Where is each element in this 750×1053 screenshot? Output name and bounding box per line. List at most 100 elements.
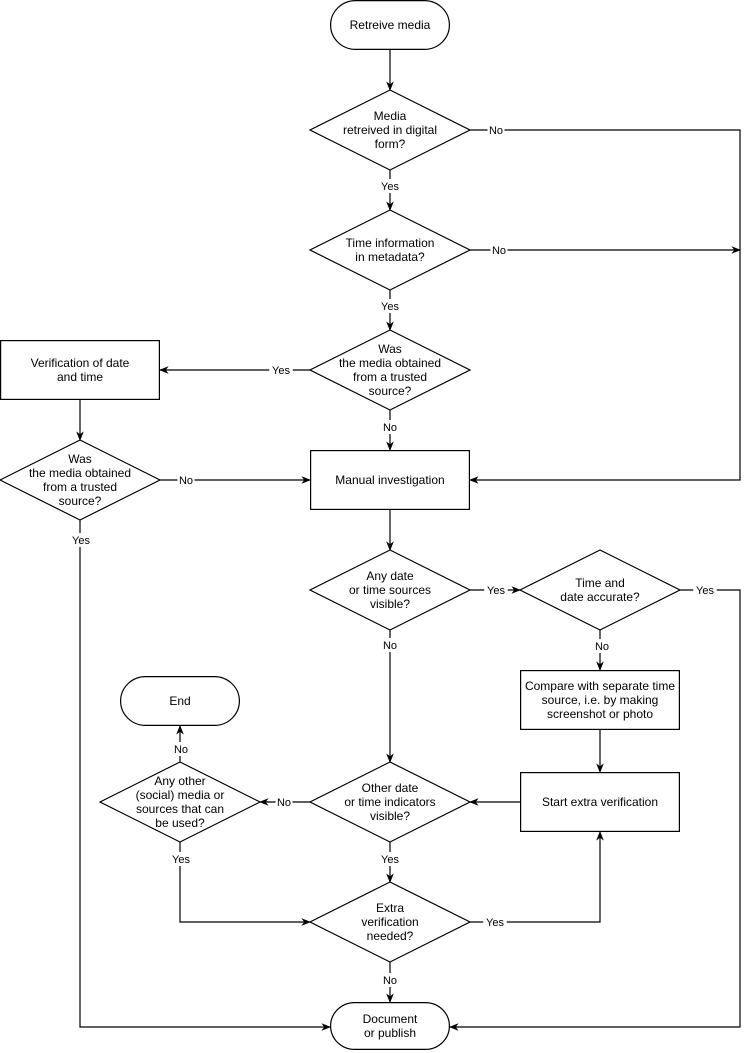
node-text-line: Time information bbox=[346, 236, 435, 250]
edge-label: No bbox=[381, 973, 399, 987]
edge-label-text: Yes bbox=[72, 535, 90, 547]
node-text-line: Start extra verification bbox=[542, 795, 658, 809]
process-box bbox=[519, 669, 680, 730]
edge-label: No bbox=[381, 638, 399, 652]
edge-label: Yes bbox=[378, 179, 402, 193]
edge-label: Yes bbox=[378, 299, 402, 313]
process-box bbox=[519, 771, 680, 832]
edge-extra-needed-to-start-extra bbox=[470, 831, 604, 923]
decision-diamond bbox=[308, 209, 472, 291]
edge-label-text: Yes bbox=[272, 365, 290, 377]
node-text-line: Any date bbox=[366, 569, 414, 583]
process-box bbox=[310, 450, 471, 511]
decision-diamond bbox=[308, 89, 472, 171]
node-text-line: End bbox=[169, 694, 190, 708]
node-end: End bbox=[119, 675, 241, 726]
node-text-line: Was bbox=[378, 342, 402, 356]
edge-label-text: No bbox=[277, 797, 291, 809]
edge-other-media-to-extra-needed bbox=[179, 842, 311, 926]
node-text-line: Was bbox=[68, 452, 92, 466]
node-text-line: from a trusted bbox=[353, 370, 427, 384]
edge-label-text: Yes bbox=[696, 585, 714, 597]
node-text-line: Compare with separate time bbox=[525, 679, 675, 693]
node-text-line: Document bbox=[363, 1012, 418, 1026]
decision-diamond bbox=[0, 439, 162, 521]
edge-label: No bbox=[381, 420, 399, 434]
node-text-line: Time and bbox=[575, 576, 625, 590]
node-text-line: Any other bbox=[154, 774, 205, 788]
process-box bbox=[0, 340, 161, 401]
node-text-line: or time indicators bbox=[344, 795, 435, 809]
edge-label: Yes bbox=[269, 363, 293, 377]
edge-label: Yes bbox=[483, 915, 507, 929]
edge-label-text: No bbox=[383, 975, 397, 987]
terminator-shape bbox=[119, 675, 241, 726]
edge-label: No bbox=[172, 742, 190, 756]
edge-label-text: Yes bbox=[381, 181, 399, 193]
edge-digital-to-manual bbox=[469, 129, 741, 484]
node-text-line: needed? bbox=[367, 929, 414, 943]
node-start-extra: Start extra verification bbox=[519, 771, 680, 832]
node-text-line: or time sources bbox=[349, 583, 431, 597]
node-text-line: Manual investigation bbox=[335, 473, 444, 487]
node-text-line: Media bbox=[374, 109, 407, 123]
edge-label-text: No bbox=[174, 744, 188, 756]
node-text-line: and time bbox=[57, 370, 103, 384]
terminator-shape bbox=[330, 0, 451, 50]
node-text-line: be used? bbox=[155, 816, 205, 830]
edge-label-text: Yes bbox=[487, 585, 505, 597]
edge-label-text: No bbox=[383, 640, 397, 652]
edge-label-text: Yes bbox=[486, 917, 504, 929]
terminator-shape bbox=[330, 1001, 451, 1050]
decision-diamond bbox=[308, 329, 472, 411]
node-text-line: source, i.e. by making bbox=[542, 693, 659, 707]
edge-label: No bbox=[177, 473, 195, 487]
edge-label: No bbox=[487, 123, 505, 137]
edge-label: No bbox=[275, 795, 293, 809]
node-text-line: Verification of date bbox=[31, 356, 130, 370]
node-text-line: visible? bbox=[370, 597, 410, 611]
edge-label: Yes bbox=[69, 533, 93, 547]
node-text-line: the media obtained bbox=[29, 466, 131, 480]
edge-label: No bbox=[593, 639, 611, 653]
node-text-line: (social) media or bbox=[136, 788, 225, 802]
node-text-line: Retreive media bbox=[350, 18, 431, 32]
node-text-line: source? bbox=[369, 384, 412, 398]
edge-trusted2-to-publish bbox=[79, 520, 331, 1031]
decision-diamond bbox=[308, 881, 472, 963]
node-text-line: in metadata? bbox=[355, 250, 425, 264]
node-retrieve: Retreive media bbox=[330, 0, 451, 50]
edge-label: Yes bbox=[169, 852, 193, 866]
edge-label-text: No bbox=[383, 422, 397, 434]
node-text-line: date accurate? bbox=[560, 590, 640, 604]
edge-label: Yes bbox=[378, 852, 402, 866]
edge-label-text: No bbox=[595, 641, 609, 653]
edge-label-text: No bbox=[492, 245, 506, 257]
node-text-line: Other date bbox=[362, 781, 419, 795]
node-text-line: form? bbox=[375, 137, 406, 151]
edge-label: No bbox=[490, 243, 508, 257]
edge-label-text: No bbox=[489, 125, 503, 137]
decision-diamond bbox=[308, 761, 472, 843]
node-text-line: retreived in digital bbox=[343, 123, 437, 137]
node-text-line: from a trusted bbox=[43, 480, 117, 494]
edge-label-text: No bbox=[179, 475, 193, 487]
node-text-line: visible? bbox=[370, 809, 410, 823]
decision-diamond bbox=[98, 761, 262, 843]
edge-label: Yes bbox=[484, 583, 508, 597]
decision-diamond bbox=[308, 549, 472, 631]
node-text-line: screenshot or photo bbox=[547, 707, 653, 721]
